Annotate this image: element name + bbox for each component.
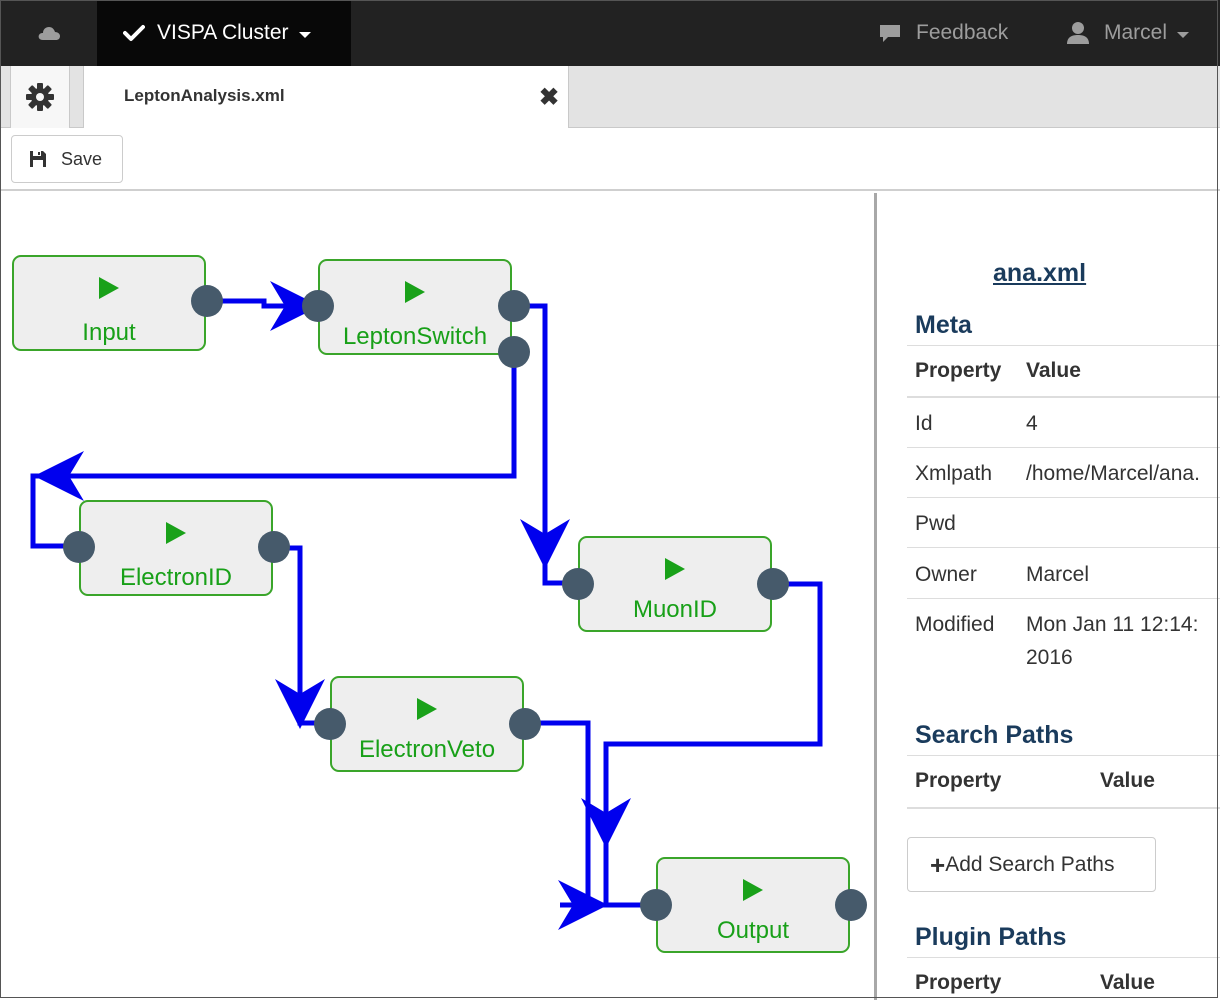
node-input[interactable]: Input (12, 255, 206, 351)
wire-electronveto-output (525, 720, 645, 908)
wire-electronid-electronveto (274, 545, 303, 713)
save-label: Save (61, 148, 103, 169)
properties-panel: ana.xml Meta Property Value Id 4 Xmlpath… (877, 193, 1220, 1000)
output-port[interactable] (498, 336, 530, 368)
divider (907, 497, 1220, 498)
meta-row-property: Id (915, 412, 933, 435)
search-col-value: Value (1100, 769, 1155, 792)
node-label: Input (82, 319, 136, 346)
play-icon[interactable] (665, 558, 685, 580)
node-label: LeptonSwitch (342, 323, 488, 350)
search-col-property: Property (915, 769, 1002, 792)
feedback-label: Feedback (916, 21, 1009, 44)
wire-leptonswitch-electronid (30, 354, 517, 549)
divider (907, 957, 1220, 958)
cloud-icon (38, 27, 60, 40)
meta-row-value: Mon Jan 11 12:14: (1026, 613, 1199, 636)
cluster-dropdown[interactable]: VISPA Cluster (97, 0, 351, 66)
node-label: ElectronID (119, 564, 233, 591)
top-navbar: VISPA Cluster Feedback Marcel (0, 0, 1220, 66)
cluster-label: VISPA Cluster (157, 21, 289, 44)
play-icon[interactable] (166, 522, 186, 544)
tab-leptonanalysis[interactable]: LeptonAnalysis.xml ✖ (83, 66, 569, 129)
feedback-link[interactable]: Feedback (878, 0, 1008, 66)
divider (907, 598, 1220, 599)
plugin-col-value: Value (1100, 971, 1155, 994)
node-label: Output (716, 917, 790, 944)
meta-row-value: 4 (1026, 412, 1038, 435)
wire-input-leptonswitch (207, 281, 320, 331)
output-port[interactable] (835, 889, 867, 921)
input-port[interactable] (640, 889, 672, 921)
meta-row-property: Modified (915, 613, 995, 636)
node-output[interactable]: Output (656, 857, 850, 953)
play-icon[interactable] (99, 277, 119, 299)
tab-label: LeptonAnalysis.xml (124, 86, 285, 105)
input-port[interactable] (562, 568, 594, 600)
toolbar (0, 128, 1220, 191)
save-button[interactable]: Save (11, 135, 123, 183)
home-button[interactable] (0, 0, 97, 66)
node-electronid[interactable]: ElectronID (79, 500, 273, 596)
panel-splitter[interactable] (874, 193, 877, 1000)
meta-col-property: Property (915, 359, 1002, 382)
play-icon[interactable] (417, 698, 437, 720)
output-port[interactable] (498, 290, 530, 322)
meta-heading: Meta (915, 311, 972, 339)
node-label: ElectronVeto (358, 736, 496, 763)
plugin-col-property: Property (915, 971, 1002, 994)
input-port[interactable] (63, 531, 95, 563)
comment-icon (880, 25, 900, 42)
divider (907, 807, 1220, 809)
user-label: Marcel (1104, 21, 1168, 44)
caret-down-icon (1177, 31, 1190, 38)
search-paths-heading: Search Paths (915, 721, 1074, 749)
add-search-paths-label: Add Search Paths (945, 852, 1115, 876)
output-port[interactable] (509, 708, 541, 740)
divider (907, 345, 1220, 346)
user-icon (1067, 22, 1089, 44)
node-electronveto[interactable]: ElectronVeto (330, 676, 524, 772)
gear-icon (26, 83, 54, 111)
close-icon[interactable]: ✖ (539, 84, 560, 111)
divider (907, 547, 1220, 548)
node-muonid[interactable]: MuonID (578, 536, 772, 632)
checkmark-icon (123, 24, 145, 42)
output-port[interactable] (757, 568, 789, 600)
node-label: MuonID (632, 596, 718, 623)
meta-row-property: Pwd (915, 512, 956, 535)
meta-row-value: Marcel (1026, 563, 1090, 586)
divider (907, 755, 1220, 756)
play-icon[interactable] (405, 281, 425, 303)
pipeline-canvas[interactable]: Input LeptonSwitch ElectronID MuonID Ele… (0, 193, 874, 1000)
file-title-link[interactable]: ana.xml (993, 259, 1087, 287)
user-dropdown[interactable]: Marcel (1066, 0, 1190, 66)
caret-down-icon (298, 31, 311, 38)
meta-row-value: /home/Marcel/ana. (1026, 462, 1200, 485)
plus-icon: + (930, 849, 946, 880)
floppy-disk-icon (30, 151, 46, 167)
add-search-paths-button[interactable]: + Add Search Paths (907, 837, 1156, 892)
settings-tab[interactable] (10, 66, 70, 128)
connection-wires (30, 281, 823, 930)
output-port[interactable] (258, 531, 290, 563)
meta-row-property: Owner (915, 563, 977, 586)
divider (907, 396, 1220, 398)
output-port[interactable] (191, 285, 223, 317)
input-port[interactable] (302, 290, 334, 322)
plugin-paths-heading: Plugin Paths (915, 923, 1067, 951)
meta-row-property: Xmlpath (915, 462, 993, 485)
divider (907, 447, 1220, 448)
meta-col-value: Value (1026, 359, 1081, 382)
node-leptonswitch[interactable]: LeptonSwitch (318, 259, 512, 355)
play-icon[interactable] (743, 879, 763, 901)
input-port[interactable] (314, 708, 346, 740)
meta-row-value-cont: 2016 (1026, 646, 1073, 669)
